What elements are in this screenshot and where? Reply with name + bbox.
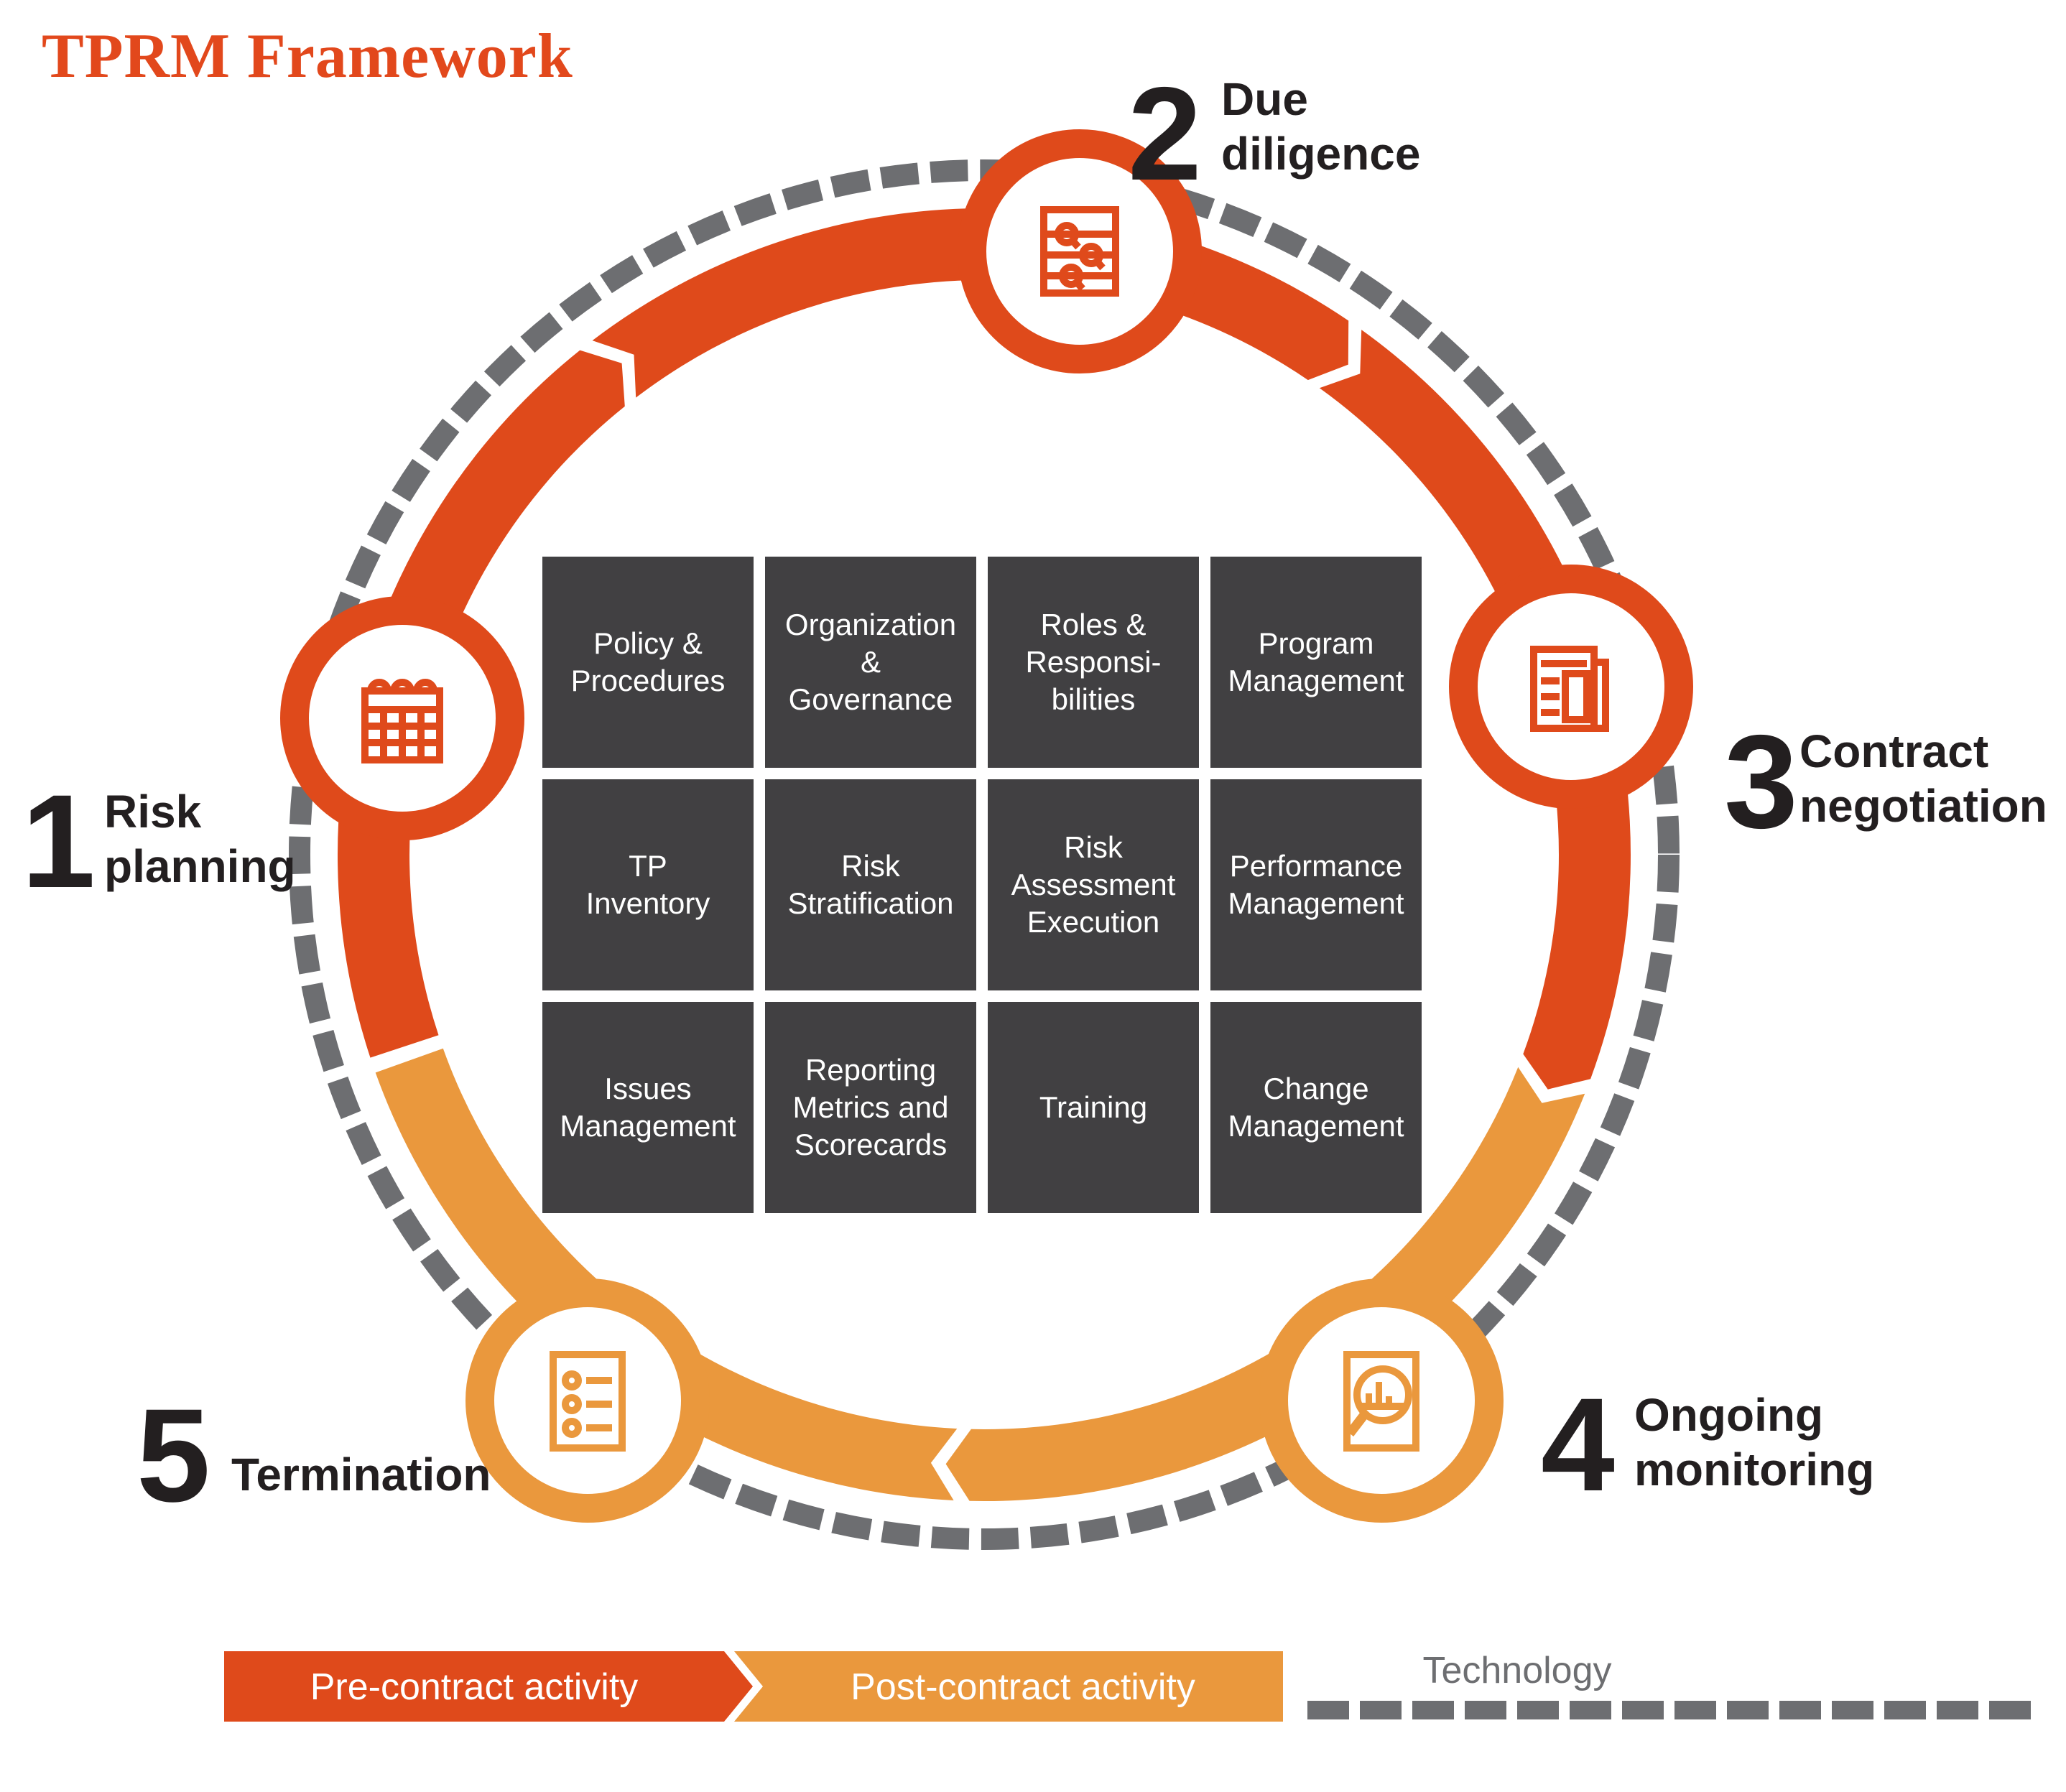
grid-cell-risk-assessment-execution: Risk Assessment Execution bbox=[988, 779, 1199, 990]
stage-5-number: 5 bbox=[136, 1382, 210, 1530]
legend-pre-contract-arrow bbox=[224, 1651, 753, 1722]
stage-3-circle bbox=[1449, 565, 1693, 809]
ring-segment-risk-planning bbox=[337, 350, 625, 1058]
stage-2-label: Due diligence bbox=[1221, 73, 1421, 180]
grid-cell-reporting-metrics-scorecards: Reporting Metrics and Scorecards bbox=[765, 1002, 976, 1213]
grid-cell-change-management: Change Management bbox=[1210, 1002, 1422, 1213]
legend-technology-label: Technology bbox=[1422, 1650, 1612, 1691]
grid-cell-issues-management: Issues Management bbox=[542, 1002, 754, 1213]
legend-pre-contract-label: Pre-contract activity bbox=[310, 1666, 639, 1708]
stage-1-number: 1 bbox=[22, 768, 96, 916]
grid-cell-tp-inventory: TP Inventory bbox=[542, 779, 754, 990]
stage-3-number: 3 bbox=[1724, 708, 1798, 856]
stage-2-number: 2 bbox=[1128, 60, 1202, 208]
page-title: TPRM Framework bbox=[42, 22, 573, 91]
stage-1-label: Risk planning bbox=[104, 786, 296, 892]
grid-cell-roles-responsibilities: Roles & Responsi- bilities bbox=[988, 557, 1199, 768]
legend-post-contract-label: Post-contract activity bbox=[851, 1666, 1195, 1708]
stage-3-label: Contract negotiation bbox=[1799, 725, 2047, 832]
grid-cell-risk-stratification: Risk Stratification bbox=[765, 779, 976, 990]
grid-cell-organization-governance: Organization & Governance bbox=[765, 557, 976, 768]
stage-5-label: Termination bbox=[231, 1449, 491, 1500]
stage-4-label: Ongoing monitoring bbox=[1634, 1389, 1875, 1495]
grid-cell-training: Training bbox=[988, 1002, 1199, 1213]
grid-cell-policy-procedures: Policy & Procedures bbox=[542, 557, 754, 768]
grid-cell-performance-management: Performance Management bbox=[1210, 779, 1422, 990]
stage-4-number: 4 bbox=[1541, 1371, 1615, 1519]
technology-dashed-ring bbox=[289, 159, 1680, 1550]
legend-post-contract-box bbox=[734, 1651, 1283, 1722]
grid-cell-program-management: Program Management bbox=[1210, 557, 1422, 768]
